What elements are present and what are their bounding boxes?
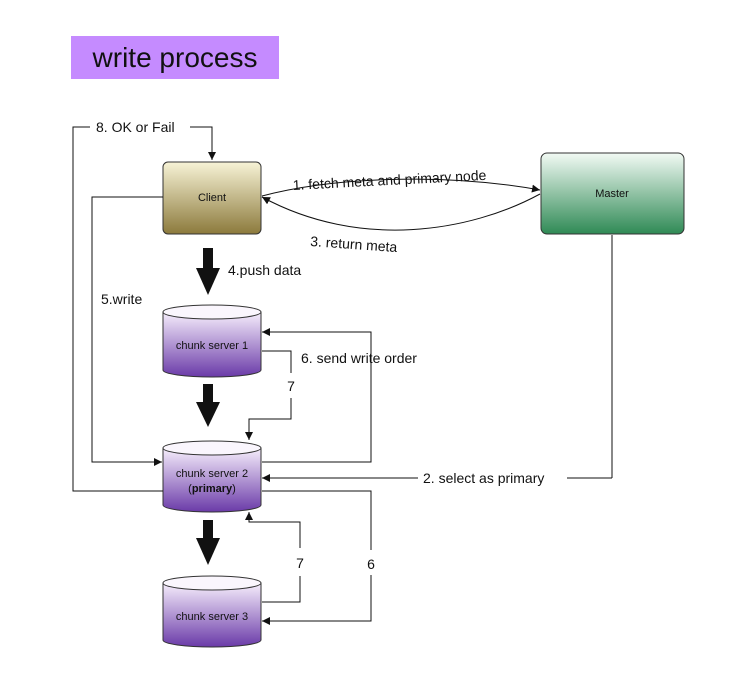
edge-ack-cs3-tail <box>245 512 301 548</box>
label-return-meta: 3. return meta <box>310 233 398 255</box>
chunk-server-2: chunk server 2 (primary) <box>162 440 262 513</box>
edge-write <box>91 196 163 466</box>
label-fetch-meta: 1. fetch meta and primary node <box>292 167 487 193</box>
edge-return-meta <box>261 193 541 231</box>
push-arrow-cs1-cs2 <box>196 384 220 427</box>
master-node: Master <box>540 152 685 235</box>
chunk-server-1: chunk server 1 <box>162 304 262 378</box>
label-ack-7-upper: 7 <box>287 378 295 394</box>
push-arrow-client-cs1 <box>196 248 220 295</box>
diagram-title: write process <box>92 42 258 73</box>
label-ok-fail: 8. OK or Fail <box>96 119 175 135</box>
client-label: Client <box>198 192 226 204</box>
edge-ack-cs1 <box>262 350 292 373</box>
label-push-data: 4.push data <box>228 262 301 278</box>
chunk-server-1-label: chunk server 1 <box>176 340 248 352</box>
label-ack-7-lower: 7 <box>296 555 304 571</box>
edge-send-write-order <box>262 328 372 463</box>
edge-fetch-meta <box>261 178 541 197</box>
chunk-server-3-label: chunk server 3 <box>176 611 248 623</box>
push-arrow-cs2-cs3 <box>196 520 220 565</box>
label-send-write-order: 6. send write order <box>301 350 417 366</box>
edge-ack-cs1-tail <box>245 398 292 440</box>
label-send-write-order-6: 6 <box>367 556 375 572</box>
label-select-primary: 2. select as primary <box>423 470 544 486</box>
edge-ok-fail <box>72 126 163 492</box>
chunk-server-3: chunk server 3 <box>162 575 262 648</box>
master-label: Master <box>595 188 629 200</box>
client-node: Client <box>162 161 262 235</box>
edge-ok-fail-tail <box>190 126 216 160</box>
label-write: 5.write <box>101 291 142 307</box>
chunk-server-2-role: (primary) <box>188 483 236 495</box>
chunk-server-2-label: chunk server 2 <box>176 468 248 480</box>
edge-ack-cs3 <box>262 576 301 603</box>
title-box: write process <box>71 36 279 79</box>
edge-send-write-order-cs3-tail <box>262 575 372 625</box>
edge-send-write-order-cs3 <box>262 490 372 550</box>
